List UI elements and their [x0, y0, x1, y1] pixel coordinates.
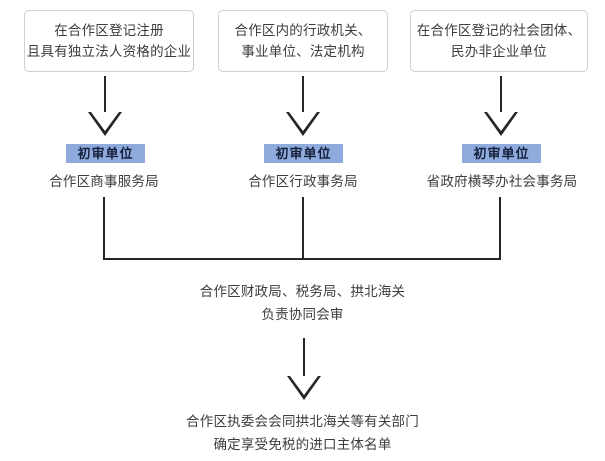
- arrow-head-fill: [290, 376, 318, 395]
- arrow-shaft: [104, 76, 106, 116]
- source-box-social-organization: 在合作区登记的社会团体、 民办非企业单位: [410, 10, 588, 72]
- arrow-shaft: [302, 76, 304, 116]
- joint-review-line-2: 负责协同会审: [261, 307, 344, 322]
- connector-vertical-1: [103, 197, 105, 260]
- reviewer-unit-label-3: 省政府横琴办社会事务局: [426, 174, 578, 189]
- joint-review-line-1: 合作区财政局、税务局、拱北海关: [199, 284, 406, 299]
- arrow-down-icon-public-institution: [286, 76, 320, 138]
- connector-vertical-3: [499, 197, 501, 260]
- joint-review-text: 合作区财政局、税务局、拱北海关 负责协同会审: [0, 280, 605, 326]
- arrow-shaft: [303, 338, 305, 380]
- source-box-public-institution-line-1: 合作区内的行政机关、: [234, 23, 372, 38]
- final-decision-line-1: 合作区执委会会同拱北海关等有关部门: [186, 414, 419, 429]
- arrow-down-icon-final: [287, 338, 321, 402]
- connector-vertical-2: [302, 197, 304, 260]
- status-badge-first-review-2: 初审单位: [264, 144, 343, 163]
- source-box-public-institution-line-2: 事业单位、法定机构: [241, 44, 365, 59]
- source-box-enterprise-line-1: 在合作区登记注册: [54, 23, 164, 38]
- source-box-social-organization-line-2: 民办非企业单位: [451, 44, 547, 59]
- final-decision-text: 合作区执委会会同拱北海关等有关部门 确定享受免税的进口主体名单: [0, 410, 605, 456]
- status-badge-first-review-3: 初审单位: [462, 144, 541, 163]
- arrow-shaft: [500, 76, 502, 116]
- arrow-head-fill: [487, 112, 515, 131]
- source-box-social-organization-line-1: 在合作区登记的社会团体、: [416, 23, 582, 38]
- arrow-head-fill: [91, 112, 119, 131]
- arrow-down-icon-social-organization: [484, 76, 518, 138]
- reviewer-unit-label-1: 合作区商事服务局: [49, 174, 159, 189]
- source-box-public-institution: 合作区内的行政机关、 事业单位、法定机构: [218, 10, 388, 72]
- arrow-head-fill: [289, 112, 317, 131]
- connector-horizontal-merge: [103, 258, 501, 260]
- arrow-down-icon-enterprise: [88, 76, 122, 138]
- reviewer-unit-label-2: 合作区行政事务局: [248, 174, 358, 189]
- source-box-enterprise-line-2: 且具有独立法人资格的企业: [26, 44, 192, 59]
- status-badge-first-review-1: 初审单位: [66, 144, 145, 163]
- final-decision-line-2: 确定享受免税的进口主体名单: [213, 437, 392, 452]
- source-box-enterprise: 在合作区登记注册 且具有独立法人资格的企业: [24, 10, 194, 72]
